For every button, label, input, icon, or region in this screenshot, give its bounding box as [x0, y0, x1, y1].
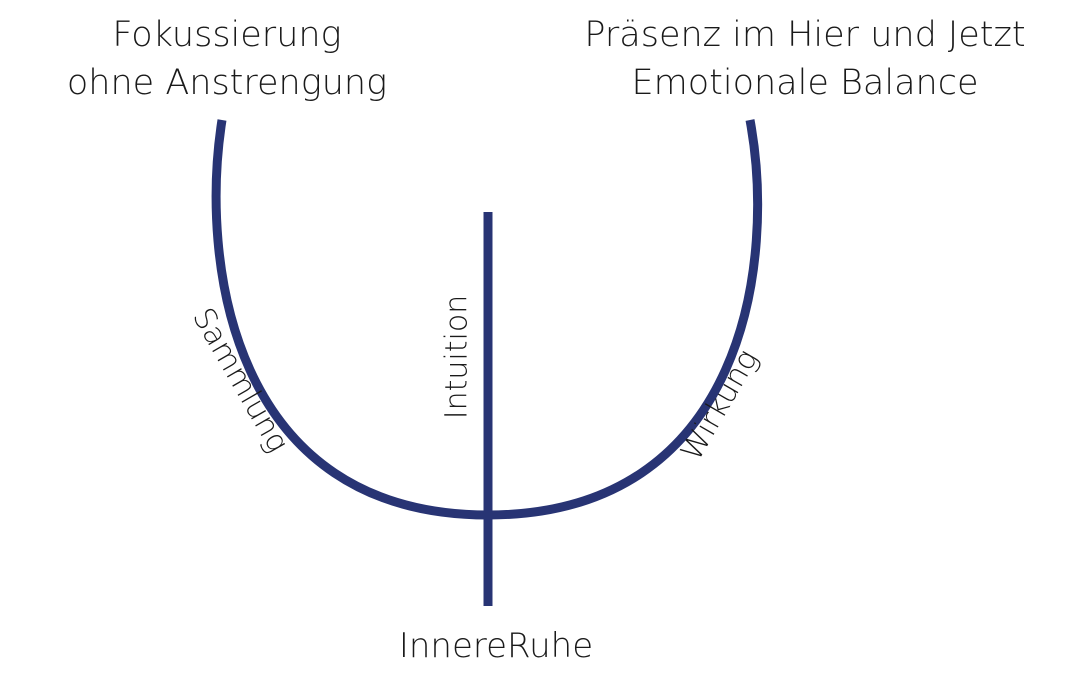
top-right-line2: Emotionale Balance — [632, 63, 979, 103]
bottom-label: InnereRuhe — [399, 626, 593, 666]
top-left-line2: ohne Anstrengung — [67, 63, 387, 103]
right-arc-label: Wirkung — [674, 344, 765, 467]
top-right-line1: Präsenz im Hier und Jetzt — [584, 15, 1025, 55]
stem-label: Intuition — [440, 295, 475, 419]
left-arc-label: Sammlung — [185, 302, 295, 458]
top-left-line1: Fokussierung — [112, 15, 341, 55]
